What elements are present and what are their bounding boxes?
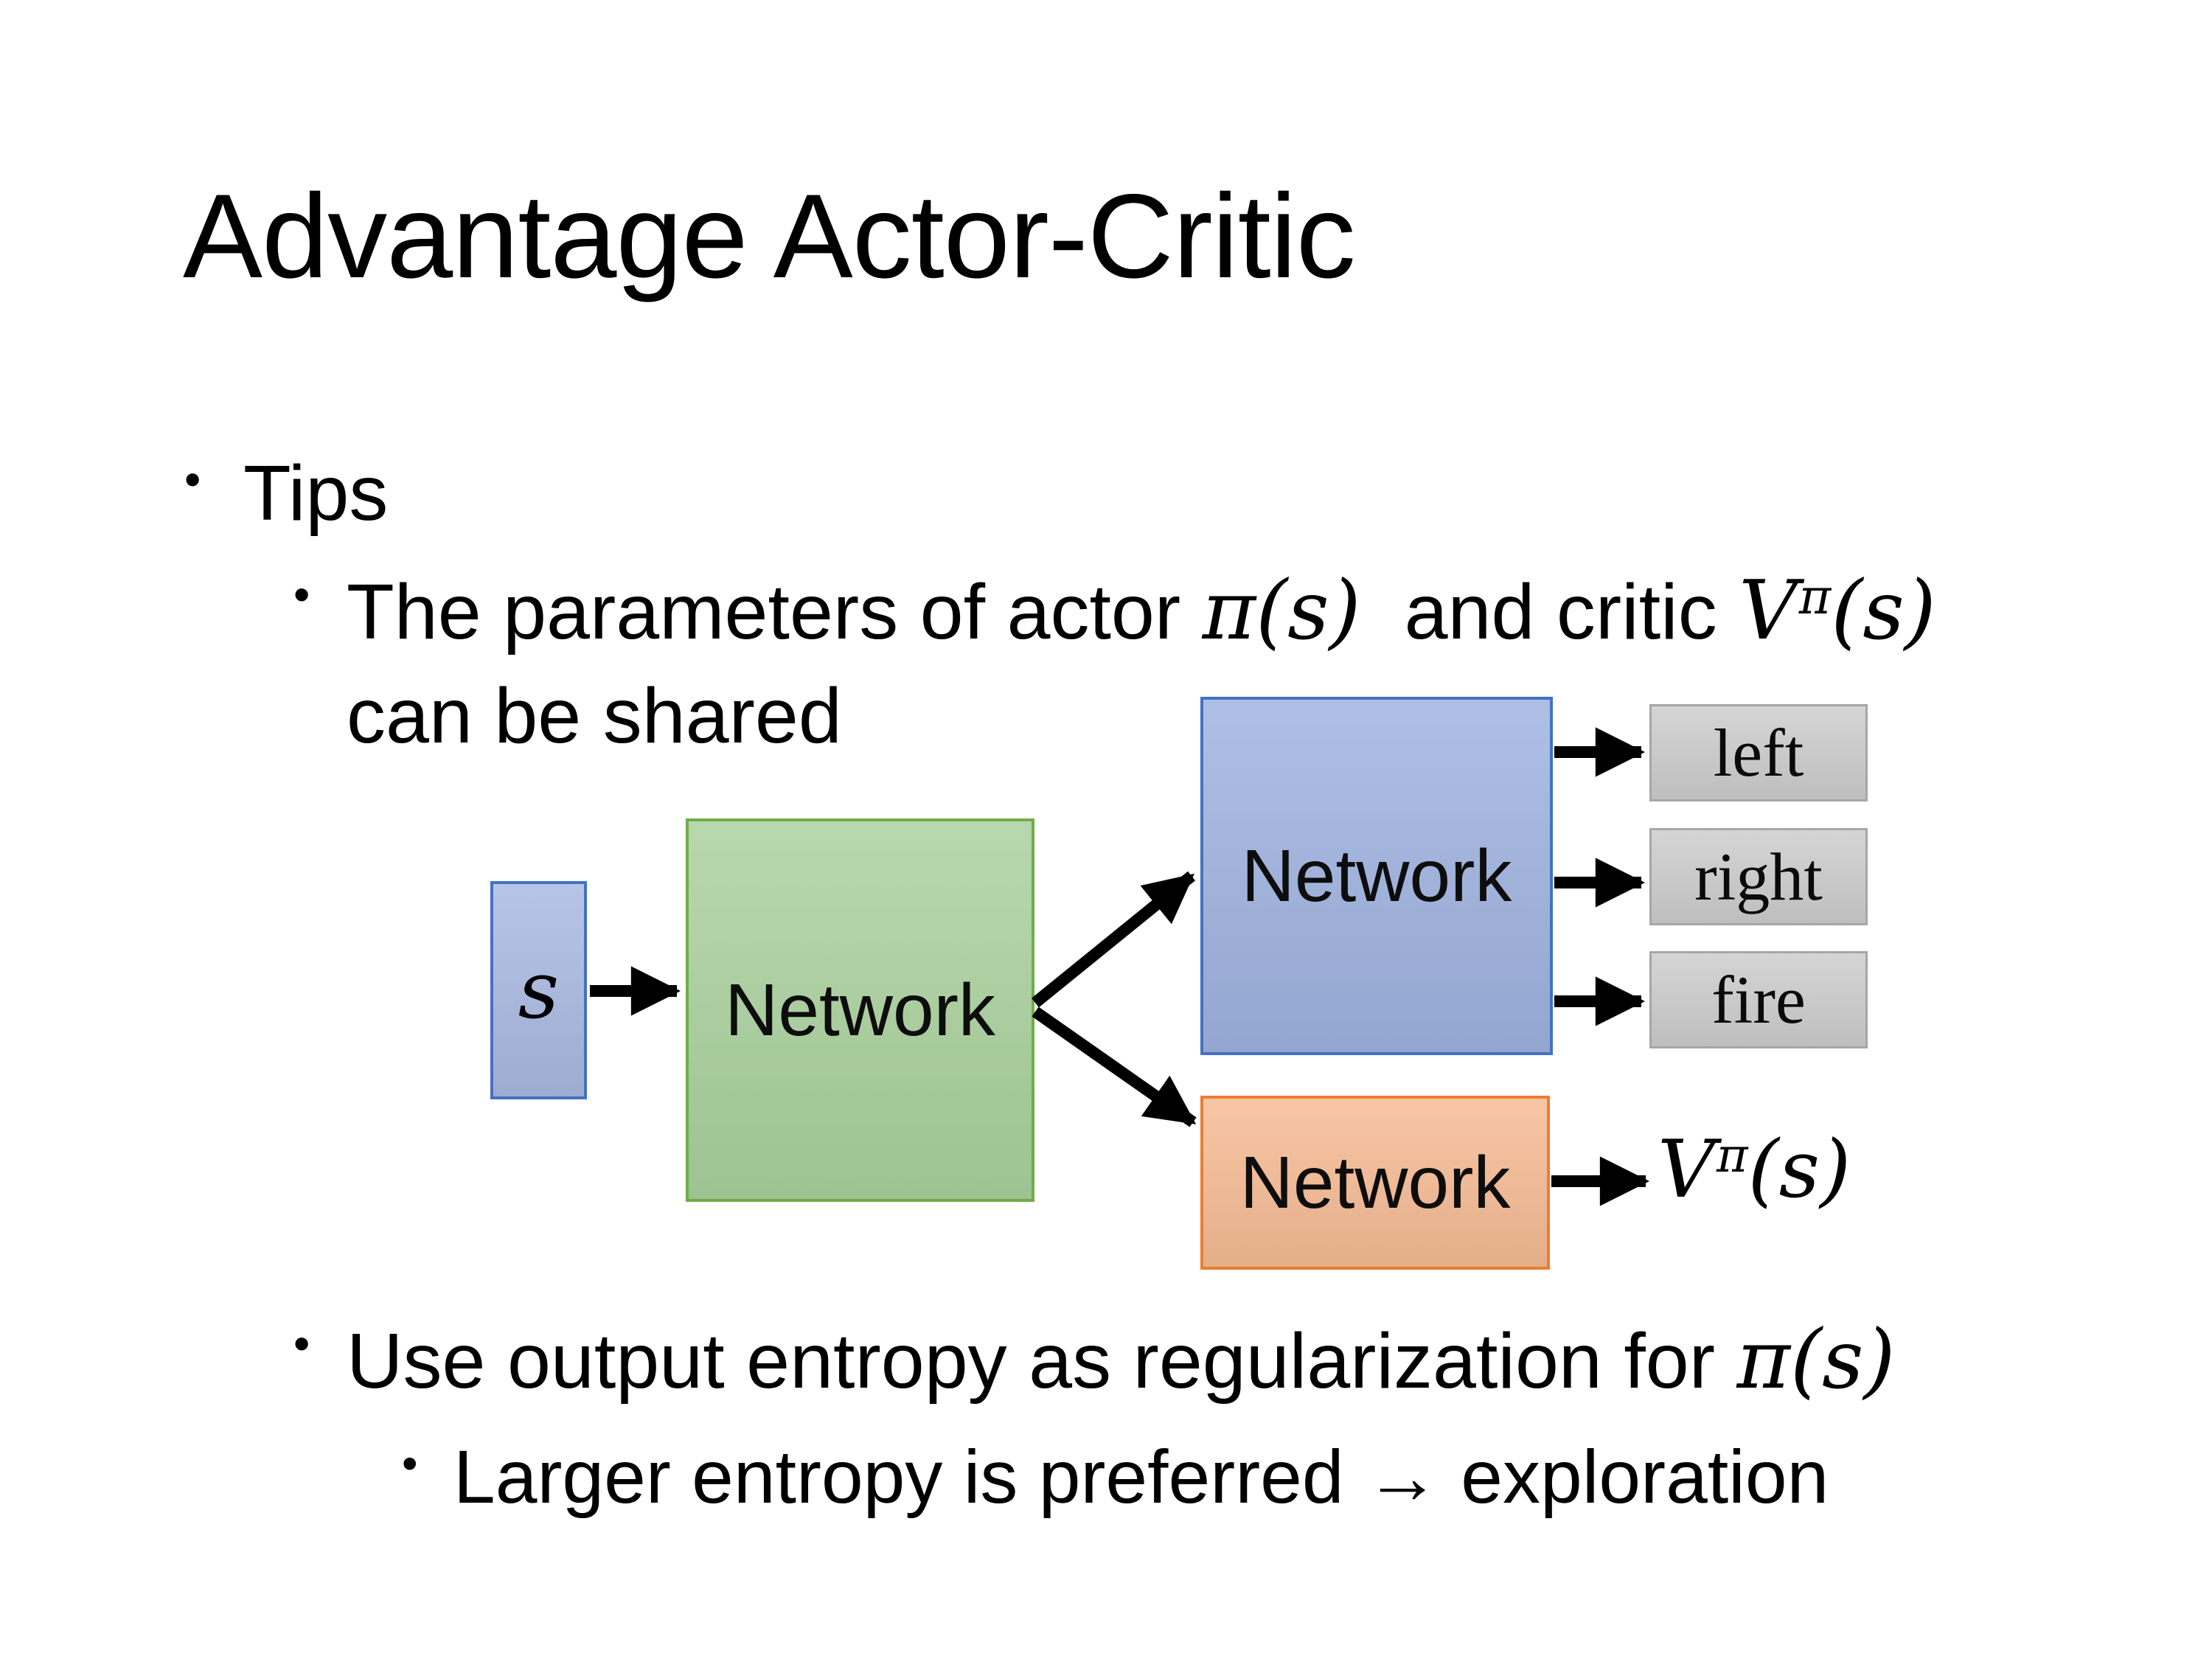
v-args: (s)	[1747, 1124, 1851, 1216]
v-sup: π	[1798, 568, 1832, 625]
critic-output-value: Vπ(s)	[1658, 1124, 1851, 1216]
shared-network-label: Network	[725, 968, 995, 1051]
shared-network-box: Network	[686, 818, 1034, 1202]
text-pre: The parameters of actor	[347, 568, 1203, 655]
tips-label: Tips	[243, 450, 389, 537]
action-box-left: left	[1649, 704, 1868, 801]
v-args: (s)	[1831, 563, 1936, 658]
math-pi-s: π(s)	[1736, 1312, 1896, 1407]
bullet-shared-parameters: • The parameters of actor π(s) and criti…	[293, 557, 1936, 768]
slide-title: Advantage Actor-Critic	[183, 170, 1356, 303]
action-label-left: left	[1713, 715, 1804, 790]
bullet-tips: • Tips	[184, 442, 388, 546]
text-mid: and critic	[1360, 568, 1739, 655]
shared-parameters-text: The parameters of actor π(s) and critic …	[347, 557, 1936, 768]
arrow-shared-to-actor	[1031, 871, 1196, 1008]
state-label: s	[518, 944, 560, 1037]
larger-entropy-text: Larger entropy is preferred → exploratio…	[453, 1435, 1829, 1519]
action-box-right: right	[1649, 828, 1868, 925]
bullet-marker: •	[184, 453, 201, 506]
bullet-larger-entropy: • Larger entropy is preferred → explorat…	[402, 1427, 1829, 1527]
v-sup: π	[1716, 1128, 1748, 1184]
action-label-fire: fire	[1711, 962, 1806, 1037]
critic-network-label: Network	[1239, 1141, 1511, 1224]
bullet-marker: •	[293, 568, 310, 621]
bullet-marker: •	[293, 1317, 310, 1370]
actor-network-label: Network	[1241, 834, 1512, 917]
arrow-shared-to-critic	[1032, 1006, 1197, 1127]
v-base: V	[1658, 1124, 1715, 1216]
entropy-regularization-text: Use output entropy as regularization for…	[347, 1307, 1896, 1414]
actor-network-box: Network	[1200, 697, 1553, 1055]
critic-network-box: Network	[1200, 1096, 1550, 1270]
action-box-fire: fire	[1649, 951, 1868, 1048]
math-pi-s: π(s)	[1202, 563, 1361, 658]
text-line2: can be shared	[347, 672, 842, 759]
bullet-marker: •	[402, 1438, 418, 1489]
bullet-entropy-regularization: • Use output entropy as regularization f…	[293, 1307, 1896, 1414]
math-v-pi-s: Vπ(s)	[1739, 563, 1936, 658]
action-label-right: right	[1694, 839, 1823, 914]
v-base: V	[1739, 563, 1798, 658]
text-pre: Use output entropy as regularization for	[347, 1318, 1737, 1405]
state-box: s	[490, 881, 587, 1099]
